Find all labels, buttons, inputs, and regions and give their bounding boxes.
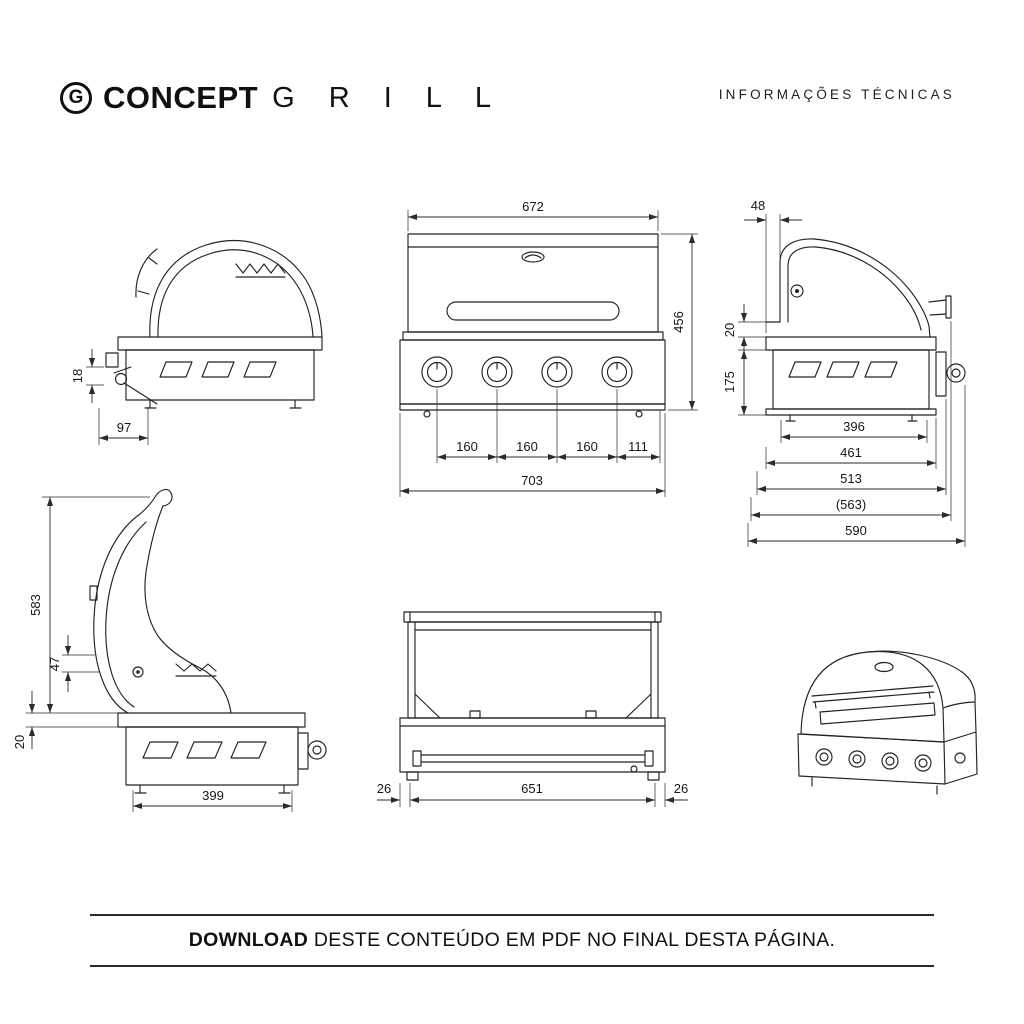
dim-text-703: 703 (521, 473, 543, 488)
dim-text-160-2: 160 (516, 439, 538, 454)
hood-handle (135, 248, 158, 298)
dim-text-563: (563) (836, 497, 866, 512)
thermometer-gauge (790, 284, 804, 298)
hood-window (819, 702, 936, 725)
dim-text-513: 513 (840, 471, 862, 486)
dim-text-399: 399 (202, 788, 224, 803)
dim-text-672: 672 (522, 199, 544, 214)
drawing-back-view: 26 651 26 (377, 611, 688, 807)
knob-2 (481, 356, 513, 388)
side-knob (946, 363, 966, 383)
side-knob (307, 740, 327, 760)
vent-slots (788, 361, 898, 378)
dim-text-590: 590 (845, 523, 867, 538)
dim-text-20-right: 20 (722, 323, 737, 337)
dim-text-111: 111 (628, 439, 648, 454)
knob-row (815, 748, 932, 772)
drawing-side-view-right: 48 20 175 396 461 513 (563) 590 (722, 198, 966, 547)
dim-text-26-right: 26 (674, 781, 688, 796)
download-text: DESTE CONTEÚDO EM PDF NO FINAL DESTA PÁG… (313, 929, 836, 951)
hood-latch (89, 585, 98, 601)
section-title: INFORMAÇÕES TÉCNICAS (718, 87, 955, 102)
download-note: DOWNLOAD DESTE CONTEÚDO EM PDF NO FINAL … (0, 929, 1024, 952)
side-knob (954, 752, 966, 764)
dim-text-18: 18 (70, 369, 85, 383)
hinge (469, 710, 481, 719)
hood-window (446, 301, 620, 321)
dim-text-160-3: 160 (576, 439, 598, 454)
drawing-side-view-open: 583 47 20 399 (12, 488, 327, 812)
hood-emblem (874, 661, 894, 673)
dim-text-396: 396 (843, 419, 865, 434)
brand: G CONCEPT G R I L L (60, 80, 504, 116)
download-label: DOWNLOAD (188, 929, 309, 951)
dim-text-651: 651 (521, 781, 543, 796)
grate-zigzag (235, 263, 286, 274)
vent-slots (159, 361, 277, 378)
dim-text-456: 456 (671, 311, 686, 333)
footer-rule-top (90, 914, 934, 916)
dim-text-97: 97 (117, 420, 131, 435)
grate-zigzag (175, 663, 217, 672)
drawing-side-view-closed: 18 97 (70, 240, 323, 445)
drawing-front-view: 672 456 160 160 160 111 703 (399, 199, 698, 497)
brand-name-light: G R I L L (272, 81, 505, 114)
dim-text-47: 47 (47, 657, 62, 671)
drawing-perspective-view (797, 650, 978, 795)
vent-slots (142, 741, 267, 759)
hood-emblem (521, 251, 545, 263)
dim-text-20-open: 20 (12, 735, 27, 749)
manifold-bar (420, 754, 646, 763)
footer-rule-bottom (90, 965, 934, 967)
hinge (585, 710, 597, 719)
dim-text-48: 48 (751, 198, 765, 213)
dim-text-160-1: 160 (456, 439, 478, 454)
regulator-valve (114, 372, 128, 386)
dim-text-583: 583 (28, 594, 43, 616)
knob-3 (541, 356, 573, 388)
side-handle (945, 295, 952, 319)
dim-text-26-left: 26 (377, 781, 391, 796)
knob-4 (601, 356, 633, 388)
dim-text-175: 175 (722, 371, 737, 393)
brand-logo-icon: G (60, 82, 92, 114)
hood-handle (811, 685, 935, 709)
knob-1 (421, 356, 453, 388)
brand-name-bold: CONCEPT (103, 80, 259, 115)
dim-text-461: 461 (840, 445, 862, 460)
